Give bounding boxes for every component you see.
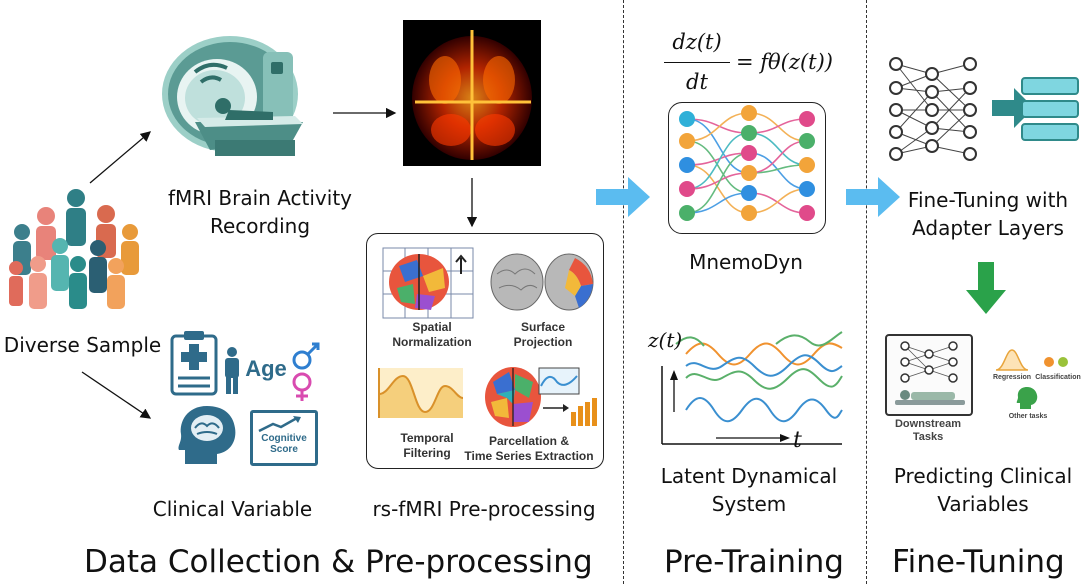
diverse-sample-label: Diverse Sample [3, 333, 162, 357]
latent-trajectory-5 [675, 336, 705, 347]
network-graph-icon [679, 105, 815, 221]
regression-icon [995, 349, 1029, 371]
mnemodyn-label: MnemoDyn [689, 250, 803, 274]
latent-trajectory-2 [685, 354, 843, 377]
parcellation-icon [485, 367, 597, 427]
other-tasks-label: Other tasks [1008, 413, 1048, 420]
latent-dynamics-plot [661, 331, 843, 445]
arrow-up-icon [670, 370, 678, 380]
section-data-collection: Data Collection & Pre-processing [84, 544, 593, 580]
gender-symbols-icon [292, 342, 320, 401]
latent-trajectory-3 [685, 368, 843, 390]
fine-tuning-network-icon [889, 57, 977, 161]
latent-trajectory-1 [685, 342, 843, 366]
ode-equation: dz(t) dt = fθ(z(t)) [656, 30, 856, 100]
latent-xlabel: t [793, 428, 802, 453]
people-group-icon [9, 189, 139, 309]
mri-scanner-icon [162, 36, 303, 156]
trend-up-icon [258, 416, 301, 433]
adapter-layers-icon [1021, 77, 1079, 141]
blue-arrow-right-1 [596, 177, 650, 217]
brain-surfaces-icon [490, 253, 594, 311]
classification-label: Classification [1035, 374, 1081, 381]
latent-trajectory-6 [775, 331, 843, 347]
section-pre-training: Pre-Training [664, 544, 844, 580]
latent-ylabel: z(t) [648, 328, 683, 352]
downstream-tasks-card [885, 334, 973, 416]
mini-network-icon [900, 341, 958, 383]
regression-label: Regression [992, 374, 1032, 381]
brain-grid-icon [382, 247, 474, 319]
divider-finetuning [866, 0, 867, 584]
green-arrow-down-icon [966, 262, 1006, 314]
classification-icon [1044, 357, 1068, 367]
clinical-variable-label: Clinical Variable [152, 497, 313, 521]
teal-arrow-right-icon [992, 88, 1034, 128]
other-tasks-head-icon [1016, 387, 1038, 409]
latent-trajectory-4 [685, 397, 843, 423]
age-label: Age [245, 356, 287, 381]
section-fine-tuning: Fine-Tuning [892, 544, 1065, 580]
blue-arrow-right-2 [846, 177, 900, 217]
equation-rhs: = fθ(z(t)) [736, 50, 833, 74]
fraction-bar [664, 62, 730, 63]
divider-pretraining [623, 0, 624, 584]
equation-denominator: dt [686, 70, 708, 94]
person-icon [225, 347, 239, 394]
brain-head-icon [178, 406, 236, 464]
equation-numerator: dz(t) [672, 30, 722, 54]
patient-bed-icon [895, 390, 965, 405]
clipboard-icon [170, 331, 218, 396]
preprocessing-label: rs-fMRI Pre-processing [372, 497, 596, 521]
parcellation-label: Parcellation &Time Series Extraction [464, 434, 594, 463]
signal-wave-icon [378, 368, 464, 418]
flow-arrows-left [81, 107, 478, 419]
brain-scan-image [403, 20, 541, 166]
neural-network-panel [668, 102, 826, 234]
arrow-right-icon [780, 434, 790, 442]
